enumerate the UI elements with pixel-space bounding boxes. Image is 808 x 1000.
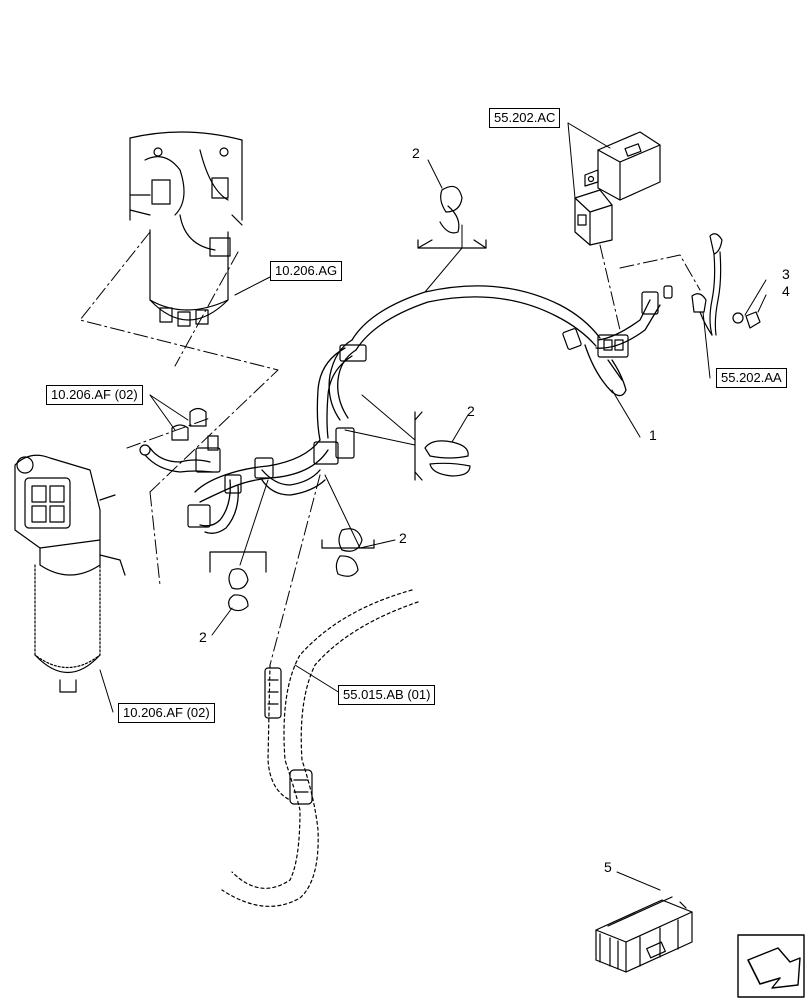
ground-cable [691, 233, 761, 336]
item-number-5: 5 [604, 859, 612, 875]
ref-10-206-af-top[interactable]: 10.206.AF (02) [46, 385, 143, 405]
item-number-4: 4 [782, 283, 790, 299]
ref-55-202-aa[interactable]: 55.202.AA [716, 368, 787, 388]
ref-10-206-af-bottom[interactable]: 10.206.AF (02) [118, 703, 215, 723]
orientation-arrow-icon [737, 934, 805, 998]
fuel-module-upper [129, 131, 243, 327]
relay-component [574, 131, 661, 246]
fuel-filter-left [14, 454, 126, 693]
ref-55-202-ac[interactable]: 55.202.AC [489, 108, 561, 128]
cable-ties [228, 185, 471, 612]
lower-hose-fittings [264, 667, 313, 805]
connectors [139, 285, 673, 528]
item-number-2-mid: 2 [399, 530, 407, 546]
item-number-2-low: 2 [199, 629, 207, 645]
bracket-marks [209, 239, 487, 573]
ref-10-206-ag[interactable]: 10.206.AG [270, 261, 343, 281]
leader-lines [99, 122, 767, 891]
item-number-2-right: 2 [467, 403, 475, 419]
main-harness [144, 285, 661, 534]
ref-55-015-ab[interactable]: 55.015.AB (01) [338, 685, 436, 705]
lower-hose [221, 589, 419, 907]
item-number-2-top: 2 [412, 145, 420, 161]
assembly-lines [79, 231, 701, 666]
kit-box-icon [595, 896, 693, 973]
item-number-1: 1 [649, 427, 657, 443]
item-number-3: 3 [782, 266, 790, 282]
